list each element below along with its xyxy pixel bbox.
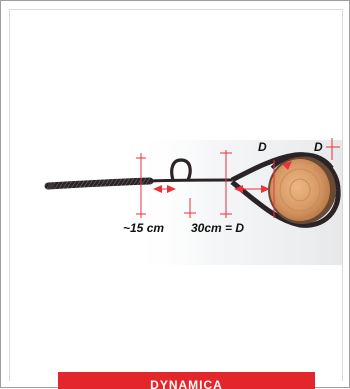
label-length: 30cm = D [191,221,244,235]
rope-standing-part [150,180,232,181]
rope-tail-end [48,183,54,189]
brand-button[interactable]: DYNAMICA [58,372,315,389]
log-end-grain [270,159,330,221]
frame-rule-right [342,9,343,381]
label-d-left: D [258,140,267,154]
label-d-right: D [314,140,323,154]
rope-diagram [10,10,342,370]
label-loop-size: ~15 cm [123,221,164,235]
